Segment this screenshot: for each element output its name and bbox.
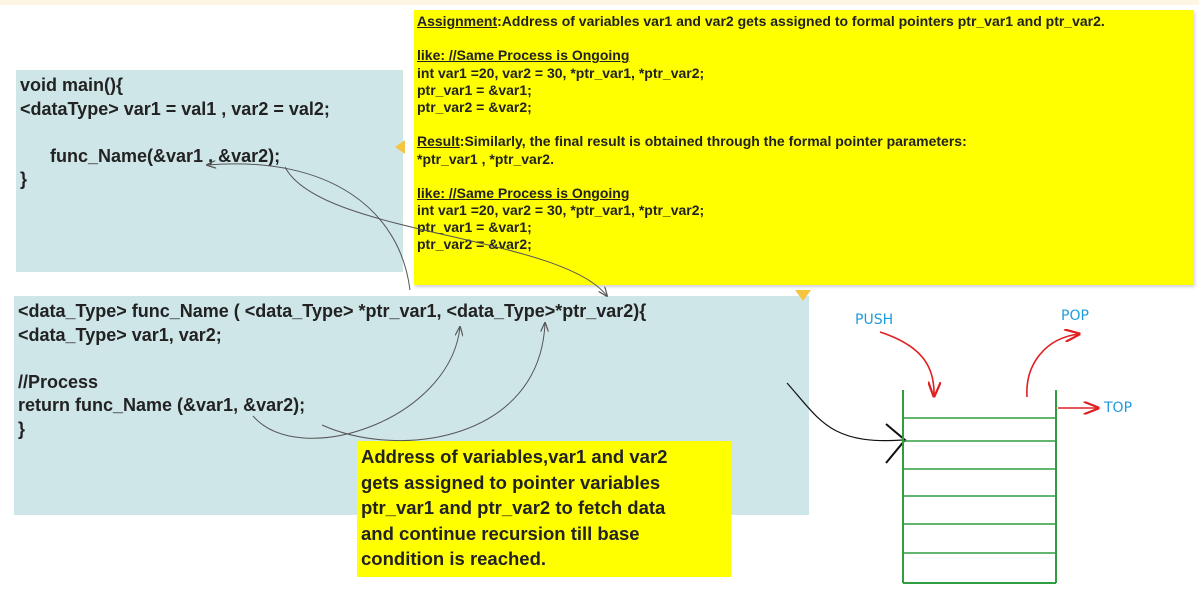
main-code-line: void main(){ xyxy=(20,75,124,95)
top-strip xyxy=(0,0,1199,5)
func-code-line: } xyxy=(18,418,26,439)
arrow-into-stack-head xyxy=(885,423,907,464)
push-label: PUSH xyxy=(855,312,894,328)
callout-line: condition is reached. xyxy=(361,548,547,570)
callout-line: Address of variables,var1 and var2 xyxy=(361,446,668,467)
address-callout: Address of variables,var1 and var2 gets … xyxy=(357,441,731,577)
explanation-note: Assignment:Address of variables var1 and… xyxy=(414,10,1194,285)
arrow-var2-to-param xyxy=(284,166,607,296)
callout-line: gets assigned to pointer variables xyxy=(361,471,661,493)
assignment-line: Assignment:Address of variables var1 and… xyxy=(417,13,1191,30)
like-heading: like: //Same Process is Ongoing xyxy=(417,47,630,64)
note-pointer-left xyxy=(395,140,405,154)
arrow-return-var1 xyxy=(252,327,460,439)
like-code-line: int var1 =20, var2 = 30, *ptr_var1, *ptr… xyxy=(417,64,705,81)
func-code-line: <data_Type> var1, var2; xyxy=(18,324,222,345)
push-arrow xyxy=(879,331,934,396)
assignment-text: :Address of variables var1 and var2 gets… xyxy=(497,13,1105,29)
result-line-2: *ptr_var1 , *ptr_var2. xyxy=(417,150,554,167)
func-code-line: return func_Name (&var1, &var2); xyxy=(18,395,306,415)
callout-line: ptr_var1 and ptr_var2 to fetch data xyxy=(361,497,666,519)
pop-arrow xyxy=(1026,334,1079,398)
top-label: TOP xyxy=(1104,400,1133,416)
arrow-return-var2 xyxy=(321,323,545,441)
arrow-into-stack xyxy=(786,382,904,442)
note-pointer-down xyxy=(795,290,811,301)
result-heading: Result xyxy=(417,133,460,150)
func-code-line: <data_Type> func_Name ( <data_Type> *ptr… xyxy=(18,301,647,321)
like-code-line: int var1 =20, var2 = 30, *ptr_var1, *ptr… xyxy=(417,202,705,219)
result-text: :Similarly, the final result is obtained… xyxy=(459,133,967,150)
main-code-line: <dataType> var1 = val1 , var2 = val2; xyxy=(20,98,330,119)
like-code-line: ptr_var1 = &var1; xyxy=(417,81,532,98)
like-code-line: ptr_var2 = &var2; xyxy=(417,236,532,253)
main-code-box: void main(){ <dataType> var1 = val1 , va… xyxy=(16,70,403,272)
stack xyxy=(902,390,1057,584)
result-line: Result:Similarly, the final result is ob… xyxy=(417,133,1191,150)
like-code-line: ptr_var2 = &var2; xyxy=(417,98,532,115)
main-code-line: } xyxy=(20,169,28,189)
main-code-line: func_Name(&var1 , &var2); xyxy=(20,145,281,166)
func-code-line: //Process xyxy=(18,371,99,392)
callout-line: and continue recursion till base xyxy=(361,522,640,544)
like-heading: like: //Same Process is Ongoing xyxy=(417,184,630,201)
pop-label: POP xyxy=(1061,308,1089,324)
arrow-var1-to-param xyxy=(207,164,411,291)
assignment-heading: Assignment xyxy=(417,13,498,29)
